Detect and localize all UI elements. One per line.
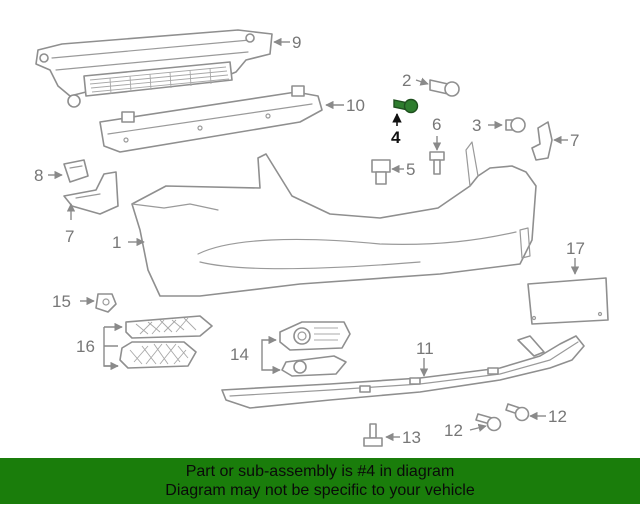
callout-1: 1	[112, 233, 145, 252]
callout-7-right: 7	[553, 131, 579, 150]
part-3-screw	[505, 117, 526, 133]
callout-4-label: 4	[391, 128, 401, 147]
callout-8: 8	[34, 166, 63, 185]
callout-9: 9	[273, 33, 301, 52]
callout-6: 6	[432, 115, 441, 151]
callout-9-label: 9	[292, 33, 301, 52]
callout-5: 5	[391, 160, 415, 179]
callout-17: 17	[566, 239, 585, 275]
callout-3: 3	[472, 116, 503, 135]
callout-16: 16	[76, 327, 122, 371]
part-15-nut	[95, 293, 117, 313]
callout-13-label: 13	[402, 428, 421, 447]
part-13-bolt	[363, 423, 383, 447]
callout-5-label: 5	[406, 160, 415, 179]
callout-10: 10	[325, 96, 365, 115]
banner-line-2: Diagram may not be specific to your vehi…	[165, 482, 475, 499]
banner-line-1: Part or sub-assembly is #4 in diagram	[185, 463, 455, 480]
callout-13: 13	[385, 428, 421, 447]
callout-11-label: 11	[416, 339, 434, 358]
callout-7-left: 7	[65, 203, 76, 246]
part-10-impact-beam	[99, 85, 323, 153]
callout-2: 2	[402, 71, 429, 90]
parts-diagram: 9 10 2 4 6	[34, 29, 609, 447]
part-2-push-pin	[429, 79, 460, 97]
callout-6-label: 6	[432, 115, 441, 134]
callout-2-label: 2	[402, 71, 411, 90]
callout-10-label: 10	[346, 96, 365, 115]
callout-15: 15	[52, 292, 95, 311]
part-7-left-bracket	[63, 171, 119, 215]
part-6-bolt	[429, 151, 445, 175]
part-12-screw-b	[505, 403, 530, 422]
callout-15-label: 15	[52, 292, 71, 311]
callout-17-label: 17	[566, 239, 585, 258]
part-8-sensor	[63, 159, 89, 183]
callout-12-left-label: 12	[444, 421, 463, 440]
part-9-upper-support	[35, 29, 273, 108]
callout-7-right-label: 7	[570, 131, 579, 150]
part-17-plate	[527, 277, 609, 325]
callout-14: 14	[230, 335, 281, 375]
callout-3-label: 3	[472, 116, 481, 135]
callout-7-left-label: 7	[65, 227, 74, 246]
callout-14-label: 14	[230, 345, 249, 364]
callout-8-label: 8	[34, 166, 43, 185]
part-12-screw-a	[475, 413, 502, 432]
part-7-right-bracket	[531, 121, 553, 161]
callout-16-label: 16	[76, 337, 95, 356]
part-11-lower-valance	[221, 335, 585, 409]
part-info-banner: Part or sub-assembly is #4 in diagram Di…	[0, 458, 640, 504]
part-4-bolt-highlighted	[393, 98, 419, 114]
part-1-bumper-fascia	[131, 141, 537, 297]
callout-12-left: 12	[444, 421, 487, 440]
callout-12-right: 12	[529, 407, 567, 426]
part-14-fog-bezels	[279, 321, 351, 377]
part-16-lower-grilles	[119, 315, 213, 369]
callout-4: 4	[391, 113, 402, 147]
callout-11: 11	[416, 339, 434, 377]
callout-1-label: 1	[112, 233, 121, 252]
part-5-bolt	[371, 159, 391, 185]
callout-12-right-label: 12	[548, 407, 567, 426]
